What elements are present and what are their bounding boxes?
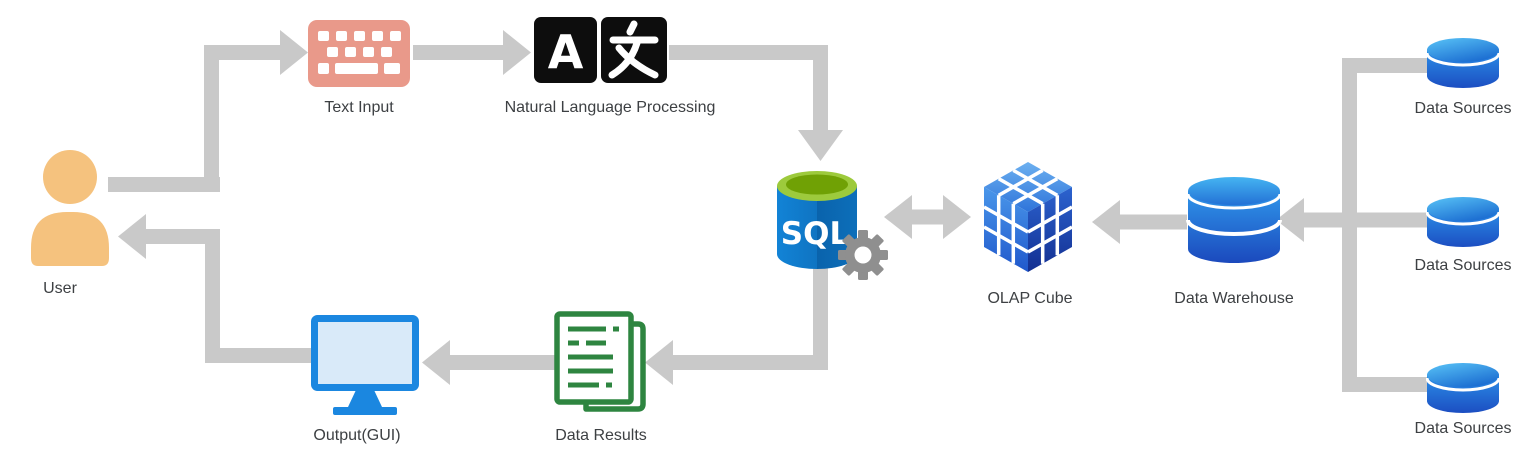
- node-olap-cube: [971, 156, 1085, 280]
- connector-warehouse-to-olap: [1092, 200, 1187, 244]
- arrowhead-left-icon: [118, 214, 146, 259]
- arrowhead-right-icon: [503, 30, 531, 75]
- node-label: Data Results: [555, 427, 647, 444]
- document-icon: [554, 311, 646, 412]
- connector-user-to-text-input: [108, 30, 308, 192]
- node-label: Data Sources: [1414, 257, 1512, 274]
- connector-output-to-user: [118, 214, 312, 363]
- connector-results-to-output: [422, 340, 556, 385]
- arrowhead-left-icon: [1092, 200, 1120, 244]
- arrowhead-left-icon: [645, 340, 673, 385]
- keyboard-icon: [308, 20, 410, 87]
- letter-a-glyph: A: [548, 25, 584, 79]
- node-data-source-middle: [1426, 196, 1500, 248]
- arrowhead-left-icon: [884, 195, 912, 239]
- node-label: Data Sources: [1414, 100, 1512, 117]
- connector-text-input-to-nlp: [413, 30, 531, 75]
- connector-sql-to-results: [645, 255, 828, 385]
- node-data-results: [553, 311, 649, 415]
- user-icon: [31, 150, 109, 266]
- connector-sql-olap-bidirectional: [884, 195, 971, 239]
- node-data-source-top: [1426, 37, 1500, 89]
- node-data-source-bottom: [1426, 362, 1500, 414]
- arrowhead-left-icon: [422, 340, 450, 385]
- sql-text: SQL: [781, 216, 849, 252]
- node-data-warehouse: [1186, 176, 1282, 266]
- node-label: OLAP Cube: [987, 290, 1073, 307]
- database-icon: [1186, 177, 1282, 263]
- connector-sources-to-warehouse: [1276, 58, 1430, 392]
- node-nlp: A: [534, 17, 667, 83]
- node-label: Text Input: [324, 99, 394, 116]
- data-source-icon: [1426, 363, 1500, 413]
- chinese-character-glyph: [608, 20, 659, 79]
- monitor-icon: [311, 315, 419, 415]
- node-text-input: [308, 20, 410, 87]
- connector-nlp-to-sql: [669, 45, 843, 161]
- arrowhead-right-icon: [280, 30, 308, 75]
- gear-icon: [838, 230, 888, 280]
- olap-cube-icon: [983, 162, 1073, 272]
- data-source-icon: [1426, 197, 1500, 247]
- data-source-icon: [1426, 38, 1500, 88]
- node-output-gui: [310, 314, 420, 422]
- node-label: User: [43, 280, 77, 297]
- translate-icon: A: [534, 17, 667, 83]
- node-label: Output(GUI): [313, 427, 401, 444]
- node-label: Data Sources: [1414, 420, 1512, 437]
- arrowhead-left-icon: [1276, 198, 1304, 242]
- node-sql: SQL: [771, 162, 889, 284]
- arrowhead-right-icon: [943, 195, 971, 239]
- arrowhead-down-icon: [798, 130, 843, 161]
- node-label: Data Warehouse: [1174, 290, 1294, 307]
- node-user: [28, 148, 112, 266]
- node-label: Natural Language Processing: [504, 99, 716, 116]
- sql-database-icon: SQL: [777, 171, 888, 280]
